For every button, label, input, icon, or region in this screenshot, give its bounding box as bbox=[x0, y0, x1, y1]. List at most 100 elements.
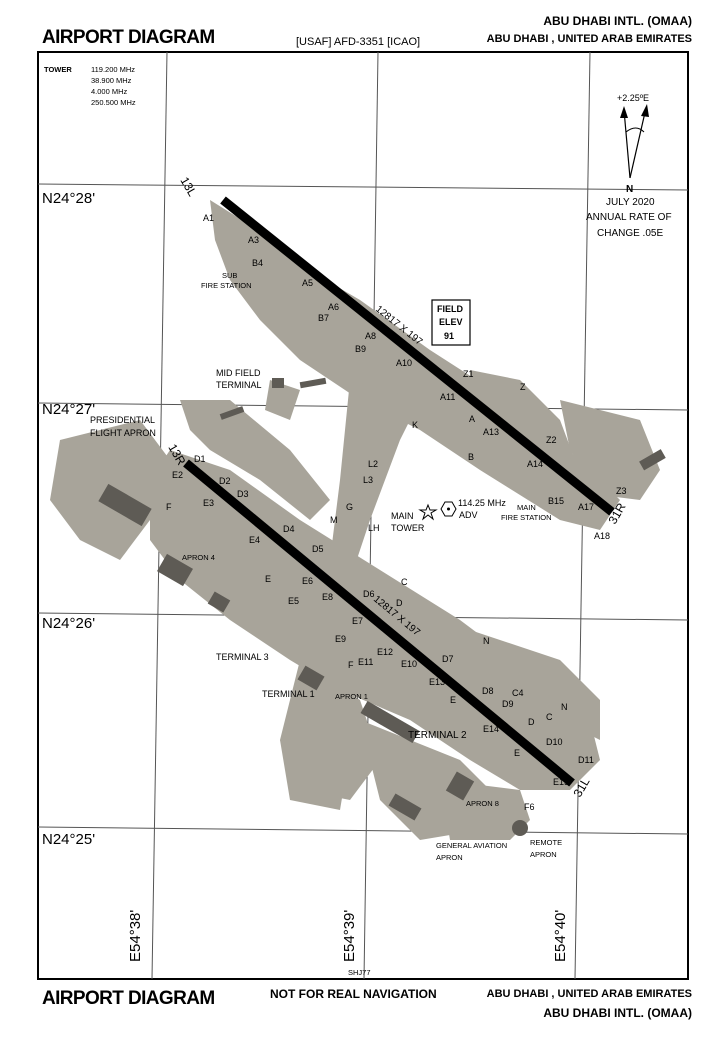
tower-star-icon bbox=[418, 503, 438, 521]
taxiway-label: Z3 bbox=[616, 486, 627, 496]
apron4-label: APRON 4 bbox=[182, 553, 215, 562]
taxiway-label: LH bbox=[368, 523, 380, 533]
field-elevation: FIELD ELEV 91 bbox=[431, 299, 471, 346]
taxiway-label: E2 bbox=[172, 470, 183, 480]
tower-label: TOWER bbox=[44, 65, 72, 74]
taxiway-label: B7 bbox=[318, 313, 329, 323]
taxiway-label: B bbox=[468, 452, 474, 462]
footer-location: ABU DHABI , UNITED ARAB EMIRATES bbox=[486, 988, 692, 1000]
taxiway-label: A17 bbox=[578, 502, 594, 512]
taxiway-label: A11 bbox=[440, 392, 455, 402]
taxiway-label: E12 bbox=[377, 647, 393, 657]
taxiway-label: D8 bbox=[482, 686, 494, 696]
taxiway-label: A10 bbox=[396, 358, 412, 368]
tower-freq-4: 250.500 MHz bbox=[91, 98, 136, 107]
taxiway-label: D9 bbox=[502, 699, 514, 709]
terminal3-label: TERMINAL 3 bbox=[216, 652, 269, 662]
lon-label-2: E54°39' bbox=[341, 910, 358, 962]
taxiway-label: E bbox=[514, 748, 520, 758]
taxiway-label: E3 bbox=[203, 498, 214, 508]
taxiway-label: E bbox=[450, 695, 456, 705]
ga-apron-label-2: APRON bbox=[436, 853, 463, 862]
header-location: ABU DHABI , UNITED ARAB EMIRATES bbox=[486, 33, 692, 45]
presidential-label-2: FLIGHT APRON bbox=[90, 428, 156, 438]
runway-13L-31R bbox=[220, 196, 615, 516]
mid-field-label-2: TERMINAL bbox=[216, 380, 262, 390]
tower-freq-1: 119.200 MHz bbox=[91, 65, 135, 74]
tower-frequencies: TOWER 119.200 MHz 38.900 MHz 4.000 MHz 2… bbox=[44, 65, 136, 107]
taxiway-label: A5 bbox=[302, 278, 313, 288]
taxiway-label: D2 bbox=[219, 476, 231, 486]
taxiway-label: E9 bbox=[335, 634, 346, 644]
taxiway-label: D6 bbox=[363, 589, 375, 599]
mid-field-label-1: MID FIELD bbox=[216, 368, 261, 378]
taxiway-label: E15 bbox=[553, 777, 569, 787]
taxiway-label: E4 bbox=[249, 535, 260, 545]
presidential-label-1: PRESIDENTIAL bbox=[90, 415, 155, 425]
taxiway-label: D7 bbox=[442, 654, 454, 664]
taxiway-label: D5 bbox=[312, 544, 324, 554]
ga-apron-label-1: GENERAL AVIATION bbox=[436, 841, 507, 850]
field-elev-value: 91 bbox=[444, 331, 454, 341]
buildings bbox=[98, 377, 666, 836]
taxiway-label: L3 bbox=[363, 475, 373, 485]
header-title: AIRPORT DIAGRAM bbox=[42, 27, 215, 48]
main-fire-label-2: FIRE STATION bbox=[501, 513, 552, 522]
taxiway-label: A3 bbox=[248, 235, 259, 245]
taxiway-labels: A1 A3 B4 A5 A6 B7 A8 B9 A10 Z1 Z A11 A A… bbox=[166, 213, 627, 812]
taxiway-label: E8 bbox=[322, 592, 333, 602]
lat-label-2: N24°27' bbox=[42, 401, 95, 418]
lat-label-3: N24°26' bbox=[42, 615, 95, 632]
taxiway-label: C4 bbox=[512, 688, 524, 698]
field-elev-line1: FIELD bbox=[437, 304, 463, 314]
taxiway-label: D10 bbox=[546, 737, 563, 747]
runway-13R-31L bbox=[183, 459, 575, 787]
footer-disclaimer: NOT FOR REAL NAVIGATION bbox=[270, 987, 437, 1001]
taxiway-label: A14 bbox=[527, 459, 543, 469]
taxiway-label: L2 bbox=[368, 459, 378, 469]
taxiway-label: G bbox=[346, 502, 353, 512]
taxiway-label: E11 bbox=[358, 657, 373, 667]
lon-label-3: E54°40' bbox=[552, 910, 569, 962]
sub-fire-label-2: FIRE STATION bbox=[201, 281, 252, 290]
document-id: [USAF] AFD-3351 [ICAO] bbox=[296, 36, 421, 48]
taxiway-label: B15 bbox=[548, 496, 564, 506]
taxiway-label: F bbox=[166, 502, 172, 512]
taxiway-label: N bbox=[561, 702, 568, 712]
main-fire-label-1: MAIN bbox=[517, 503, 536, 512]
taxiway-label: C bbox=[546, 712, 553, 722]
taxiway-label: D bbox=[396, 598, 403, 608]
taxiway-label: D3 bbox=[237, 489, 249, 499]
taxiway-label: M bbox=[330, 515, 338, 525]
vor-center-icon bbox=[447, 507, 450, 511]
terminal1-label: TERMINAL 1 bbox=[262, 689, 315, 699]
terminal2-label: TERMINAL 2 bbox=[408, 730, 467, 741]
taxiway-label: E13 bbox=[429, 677, 445, 687]
remote-apron-label-2: APRON bbox=[530, 850, 557, 859]
taxiway-label: Z2 bbox=[546, 435, 557, 445]
annual-rate-line1: ANNUAL RATE OF bbox=[586, 212, 672, 223]
taxiway-label: A bbox=[469, 414, 475, 424]
header-airport-name: ABU DHABI INTL. (OMAA) bbox=[543, 14, 692, 28]
taxiway-label: A18 bbox=[594, 531, 610, 541]
taxiway-label: E5 bbox=[288, 596, 299, 606]
remote-apron-label-1: REMOTE bbox=[530, 838, 562, 847]
taxiway-label: D bbox=[528, 717, 535, 727]
field-elev-line2: ELEV bbox=[439, 317, 463, 327]
map-frame bbox=[37, 51, 689, 980]
footer-title: AIRPORT DIAGRAM bbox=[42, 988, 215, 1009]
taxiway-label: A6 bbox=[328, 302, 339, 312]
taxiway-label: B9 bbox=[355, 344, 366, 354]
lat-label-1: N24°28' bbox=[42, 190, 95, 207]
lat-label-4: N24°25' bbox=[42, 831, 95, 848]
taxiway-label: E14 bbox=[483, 724, 499, 734]
taxiway-label: Z bbox=[520, 382, 526, 392]
taxiway-label: Z1 bbox=[463, 369, 474, 379]
taxiway-label: N bbox=[483, 636, 490, 646]
taxiway-label: C bbox=[401, 577, 408, 587]
annual-rate-line2: CHANGE .05E bbox=[597, 228, 663, 239]
magnetic-variation: +2.25ºE bbox=[617, 93, 649, 103]
navaid-frequency: 114.25 MHz bbox=[458, 498, 506, 508]
taxiway-label: F6 bbox=[524, 802, 535, 812]
